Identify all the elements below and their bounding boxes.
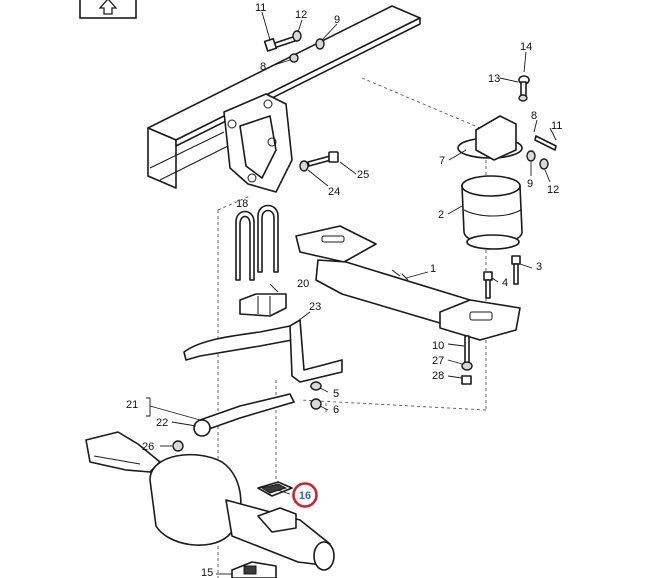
spacer-pad-16 (257, 481, 293, 497)
frame-bracket (223, 93, 293, 193)
callout-4: 4 (502, 277, 508, 289)
callout-20: 20 (297, 278, 309, 290)
callout-7: 7 (439, 155, 445, 167)
mount-plate-15 (231, 561, 277, 578)
leader-lines (146, 11, 557, 575)
callout-10: 10 (432, 340, 444, 352)
callout-26: 26 (142, 441, 154, 453)
callout-2: 2 (438, 209, 444, 221)
leaf-spring (183, 319, 343, 437)
callout-27: 27 (432, 355, 444, 367)
callout-24: 24 (328, 186, 340, 198)
callout-8-right: 8 (531, 110, 537, 122)
bolts-3-4 (483, 255, 521, 299)
callout-3: 3 (536, 261, 542, 273)
highlighted-callout-16[interactable]: 16 (292, 482, 318, 508)
callout-6: 6 (333, 404, 339, 416)
axle-housing (85, 431, 335, 571)
callout-23: 23 (309, 301, 321, 313)
callout-25: 25 (357, 169, 369, 181)
callout-21: 21 (126, 399, 138, 411)
callout-5: 5 (333, 388, 339, 400)
callout-22: 22 (156, 417, 168, 429)
callout-8-top: 8 (260, 61, 266, 73)
bolt-10-set (461, 335, 473, 385)
air-spring-top-plate (457, 75, 557, 170)
up-arrow-icon (98, 0, 118, 15)
bolt-25-set (299, 151, 339, 172)
spring-pad (239, 293, 287, 317)
callout-11-top: 11 (255, 2, 266, 14)
callout-9-top: 9 (334, 14, 340, 26)
callout-11-right: 11 (551, 120, 562, 132)
callout-12-top: 12 (295, 9, 307, 21)
highlight-ring (292, 482, 318, 508)
air-spring-bellows (461, 175, 523, 250)
nav-up-button[interactable] (79, 0, 137, 19)
axle-crossbeam (295, 225, 521, 341)
callout-15: 15 (201, 567, 213, 578)
callout-16: 16 (299, 490, 311, 502)
bolt-26 (172, 440, 184, 452)
callout-1: 1 (430, 263, 436, 275)
callout-18: 18 (236, 198, 248, 210)
u-bolts (235, 204, 279, 281)
callout-9-right: 9 (527, 178, 533, 190)
top-bolt-set (263, 30, 325, 63)
callout-labels: 11 12 9 8 14 13 8 11 7 9 12 25 24 2 18 1… (126, 2, 562, 578)
callout-28: 28 (432, 370, 444, 382)
callout-12-right: 12 (547, 184, 559, 196)
callout-13: 13 (488, 73, 500, 85)
callout-14: 14 (520, 41, 532, 53)
